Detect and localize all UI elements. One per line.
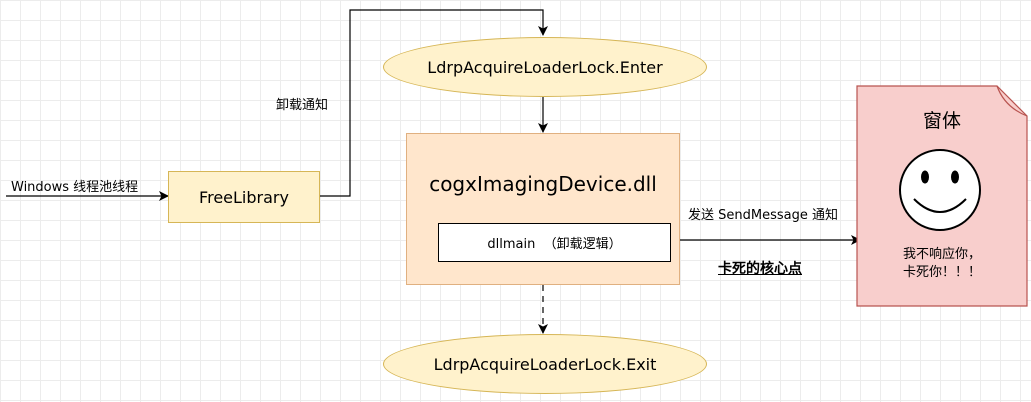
- enter-node-label: LdrpAcquireLoaderLock.Enter: [427, 57, 663, 77]
- window-title: 窗体: [922, 110, 961, 132]
- document-fold-icon: [996, 85, 1028, 117]
- window-text: 我不响应你， 卡死你！！！: [857, 246, 1027, 282]
- deadlock-core-label: 卡死的核心点: [718, 261, 802, 277]
- dll-title: cogxImagingDevice.dll: [429, 172, 657, 196]
- enter-node[interactable]: LdrpAcquireLoaderLock.Enter: [383, 37, 707, 97]
- window-node[interactable]: 窗体 我不响应你， 卡死你！！！: [857, 86, 1027, 306]
- unload-notify-label: 卸载通知: [276, 98, 329, 113]
- dllmain-label: dllmain （卸载逻辑）: [487, 237, 622, 252]
- exit-node[interactable]: LdrpAcquireLoaderLock.Exit: [383, 334, 707, 394]
- freelibrary-node[interactable]: FreeLibrary: [168, 171, 320, 223]
- smiley-face-icon: [899, 149, 981, 231]
- dll-node[interactable]: cogxImagingDevice.dll dllmain （卸载逻辑）: [406, 133, 680, 285]
- input-label: Windows 线程池线程: [11, 180, 139, 195]
- exit-node-label: LdrpAcquireLoaderLock.Exit: [433, 354, 657, 374]
- window-text-line1: 我不响应你，: [902, 247, 981, 262]
- sendmessage-label: 发送 SendMessage 通知: [688, 208, 838, 223]
- window-text-line2: 卡死你！！！: [902, 265, 981, 280]
- dllmain-node[interactable]: dllmain （卸载逻辑）: [438, 223, 671, 262]
- unload-notify-connector: [320, 9, 548, 197]
- freelibrary-label: FreeLibrary: [199, 187, 289, 207]
